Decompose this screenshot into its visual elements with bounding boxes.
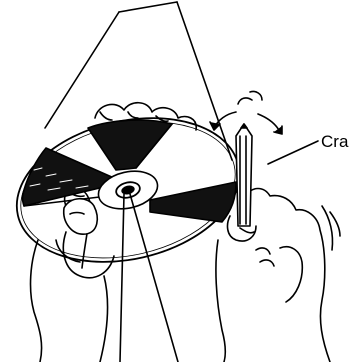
pencil-icon — [236, 124, 252, 226]
left-thumb — [56, 199, 97, 262]
pencil-leader-line — [268, 141, 318, 164]
pencil-callout-label: Cra — [321, 133, 348, 150]
hub-callout-lines — [120, 194, 178, 362]
right-hand-icon — [216, 189, 340, 362]
